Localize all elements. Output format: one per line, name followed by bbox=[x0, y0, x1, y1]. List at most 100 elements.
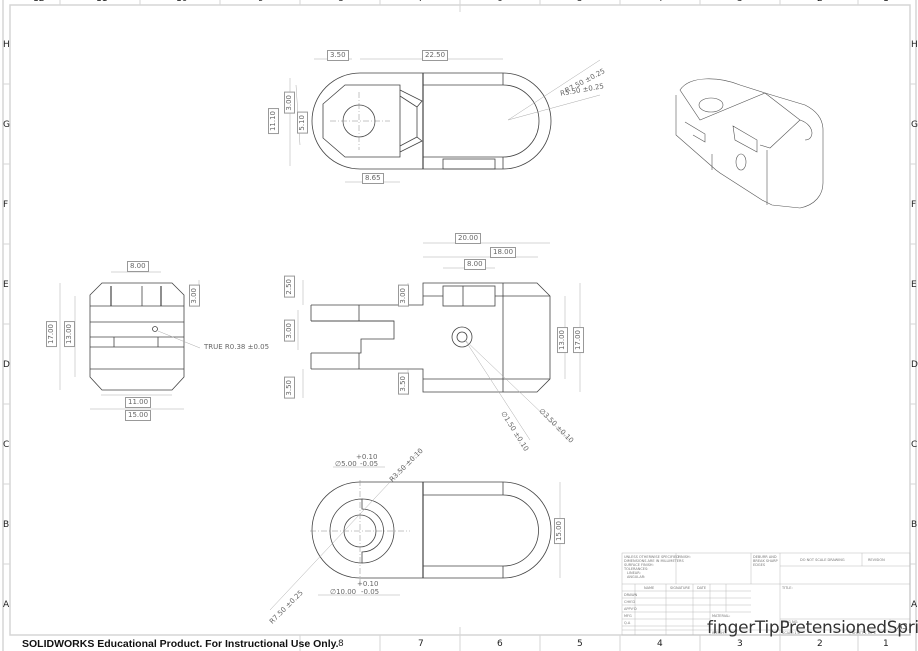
top-view-centerlines bbox=[330, 92, 390, 150]
unless-note-line: UNLESS OTHERWISE SPECIFIED: bbox=[624, 555, 681, 559]
scale-label: SCALE:1:1 bbox=[782, 631, 801, 635]
row-label-right: D bbox=[911, 360, 918, 370]
row-label-right: F bbox=[911, 200, 917, 210]
column-label-bottom: 6 bbox=[497, 639, 503, 649]
educational-watermark: SOLIDWORKS Educational Product. For Inst… bbox=[22, 638, 339, 650]
deburr-label: DEBURR AND bbox=[753, 555, 777, 559]
role-drawn: DRAWN bbox=[624, 593, 638, 597]
material-label: MATERIAL: bbox=[712, 614, 731, 618]
dimension-2-50: 2.50 bbox=[284, 276, 295, 298]
column-label-top: 10 bbox=[176, 0, 187, 4]
dimension-13-00: 13.00 bbox=[64, 321, 75, 348]
diameter-5-tol-lower: -0.05 bbox=[360, 460, 379, 468]
left-view-dimlines bbox=[59, 271, 201, 410]
header-signature: SIGNATURE bbox=[670, 586, 691, 590]
diameter-5-note: ∅5.00 bbox=[335, 460, 357, 468]
dimension-15-00: 15.00 bbox=[125, 410, 152, 421]
row-label-left: D bbox=[3, 360, 10, 370]
row-label-right: H bbox=[911, 40, 918, 50]
diameter-10-tol-upper: +0.10 bbox=[357, 580, 379, 588]
dimension-17-00: 17.00 bbox=[46, 321, 57, 348]
top-view bbox=[311, 72, 552, 170]
dimension-17-00: 17.00 bbox=[573, 327, 584, 354]
drawing-name: fingerTipPretensionedSpringPo bbox=[707, 618, 918, 638]
diameter-5-tol-upper: +0.10 bbox=[356, 453, 378, 461]
row-label-left: F bbox=[3, 200, 9, 210]
front-view bbox=[310, 282, 551, 393]
dimension-3-00: 3.00 bbox=[189, 285, 200, 307]
column-label-top: 8 bbox=[338, 0, 344, 4]
dimension-3-00: 3.00 bbox=[398, 285, 409, 307]
dimension-13-00: 13.00 bbox=[557, 327, 568, 354]
column-label-top: 12 bbox=[33, 0, 44, 4]
column-label-top: 3 bbox=[737, 0, 743, 4]
row-label-right: C bbox=[911, 440, 918, 450]
row-label-right: G bbox=[911, 120, 918, 130]
row-label-left: A bbox=[3, 600, 10, 610]
unless-note-line: ANGULAR: bbox=[627, 575, 646, 579]
left-view bbox=[89, 282, 185, 391]
unless-note-line: SURFACE FINISH: bbox=[624, 563, 654, 567]
unless-note-line: DIMENSIONS ARE IN MILLIMETERS bbox=[624, 559, 684, 563]
column-label-top: 4 bbox=[657, 0, 663, 4]
header-date: DATE bbox=[697, 586, 707, 590]
role-checked: CHK'D bbox=[624, 600, 636, 604]
role-qa: Q.A bbox=[624, 621, 631, 625]
sheet-label: SHEET 1 OF 1 bbox=[852, 631, 876, 635]
column-label-bottom: 2 bbox=[817, 639, 823, 649]
dimension-8-00: 8.00 bbox=[464, 259, 486, 270]
row-label-left: H bbox=[3, 40, 10, 50]
row-label-right: A bbox=[911, 600, 918, 610]
top-view-dimlines bbox=[289, 58, 601, 183]
sheet-size: A3 bbox=[897, 622, 908, 631]
column-label-bottom: 8 bbox=[338, 639, 344, 649]
dimension-18-00: 18.00 bbox=[490, 247, 517, 258]
deburr-label: EDGES bbox=[753, 563, 766, 567]
column-label-top: 6 bbox=[497, 0, 503, 4]
column-label-top: 11 bbox=[96, 0, 107, 4]
dimension-8-65: 8.65 bbox=[362, 173, 384, 184]
do-not-scale-label: DO NOT SCALE DRAWING bbox=[800, 558, 845, 562]
role-mfg: MFG bbox=[624, 614, 632, 618]
row-label-left: B bbox=[3, 520, 10, 530]
role-approved: APPV'D bbox=[624, 607, 637, 611]
column-label-top: 1 bbox=[883, 0, 889, 4]
column-label-top: 9 bbox=[258, 0, 264, 4]
column-label-bottom: 5 bbox=[577, 639, 583, 649]
column-label-bottom: 3 bbox=[737, 639, 743, 649]
true-radius-note: TRUE R0.38 ±0.05 bbox=[204, 343, 270, 351]
column-label-bottom: 4 bbox=[657, 639, 663, 649]
bottom-view-dimlines bbox=[269, 449, 561, 611]
weight-label: WEIGHT: bbox=[712, 631, 727, 635]
title-block bbox=[621, 552, 911, 636]
dimension-3-50: 3.50 bbox=[398, 373, 409, 395]
column-label-bottom: 7 bbox=[418, 639, 424, 649]
bottom-view-centerlines bbox=[310, 480, 410, 585]
column-label-bottom: 1 bbox=[883, 639, 889, 649]
row-label-left: G bbox=[3, 120, 10, 130]
dimension-15-00: 15.00 bbox=[554, 518, 565, 545]
finish-label: FINISH: bbox=[678, 555, 691, 559]
diameter-10-tol-lower: -0.05 bbox=[361, 588, 380, 596]
dimension-22-50: 22.50 bbox=[422, 50, 449, 61]
deburr-label: BREAK SHARP bbox=[753, 559, 778, 563]
column-label-top: 5 bbox=[577, 0, 583, 4]
bottom-view bbox=[311, 481, 552, 579]
column-label-top: 2 bbox=[817, 0, 823, 4]
row-label-left: E bbox=[3, 280, 9, 290]
unless-note-line: LINEAR: bbox=[627, 571, 641, 575]
dimension-3-00: 3.00 bbox=[284, 92, 295, 114]
revision-label: REVISION bbox=[868, 558, 885, 562]
dimension-3-00: 3.00 bbox=[284, 320, 295, 342]
unless-note-line: TOLERANCES: bbox=[624, 567, 649, 571]
dimension-3-50: 3.50 bbox=[284, 377, 295, 399]
dimension-8-00: 8.00 bbox=[127, 261, 149, 272]
iso-view bbox=[675, 78, 824, 209]
dimension-11-10: 11.10 bbox=[268, 108, 279, 135]
dimension-3-50: 3.50 bbox=[327, 50, 349, 61]
header-name: NAME bbox=[644, 586, 655, 590]
row-label-right: E bbox=[911, 280, 917, 290]
